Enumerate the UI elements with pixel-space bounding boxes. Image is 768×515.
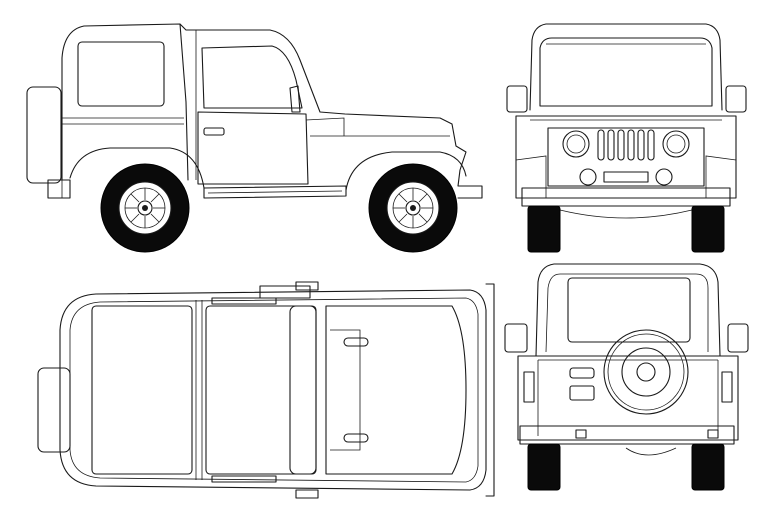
top-front-bumper (485, 283, 495, 497)
rear-tire-left (527, 443, 561, 491)
rear-spare-rim (621, 347, 671, 397)
top-windshield-frame (259, 285, 311, 299)
side-rear-window (77, 41, 165, 107)
side-view (26, 23, 483, 253)
front-headlight-right (662, 130, 690, 158)
rear-cabin (535, 263, 721, 357)
side-body-outline (61, 23, 483, 199)
side-door-handle (203, 127, 225, 136)
rear-bumper (519, 425, 735, 445)
front-fog-light-right (655, 168, 673, 186)
rear-door-handle (569, 367, 595, 379)
side-rear-fender (69, 147, 205, 189)
rear-spare-tire (603, 329, 689, 415)
top-view (37, 281, 495, 499)
top-body-outline (59, 289, 487, 491)
side-mirror (289, 85, 301, 113)
front-fog-light-left (579, 168, 597, 186)
front-grille-slots (597, 129, 655, 161)
rear-view (504, 263, 749, 491)
front-view (506, 23, 747, 253)
front-bumper (521, 187, 731, 207)
rear-tire-right (691, 443, 725, 491)
top-rear-roof (91, 305, 193, 475)
rear-mirror-right (727, 323, 749, 353)
top-hood (325, 305, 467, 475)
side-rear-bumper (47, 179, 71, 199)
side-front-fender (345, 151, 467, 191)
top-hood-vent-right (343, 433, 369, 443)
side-hardtop-divider (179, 23, 189, 181)
top-spare-tire (37, 367, 71, 453)
rear-taillight-right (721, 371, 733, 403)
side-door-window (201, 45, 303, 109)
front-body (515, 115, 737, 199)
front-mirror-left (506, 85, 528, 113)
front-tire-left (527, 205, 561, 253)
top-mirror-left (295, 281, 319, 291)
top-mirror-right (295, 489, 319, 499)
side-running-board (203, 185, 347, 199)
rear-body (517, 355, 739, 441)
front-tire-right (691, 205, 725, 253)
front-plate (603, 171, 649, 183)
rear-window (567, 277, 691, 343)
side-spare-tire (26, 86, 62, 184)
top-front-roof (205, 305, 317, 475)
front-grille-frame (547, 127, 705, 187)
rear-plate-light (569, 385, 595, 401)
rear-spare-hub (636, 362, 656, 382)
top-roof-strip-right (211, 475, 277, 483)
front-cabin (529, 23, 723, 111)
front-windshield (539, 37, 713, 107)
top-hood-vent-left (343, 337, 369, 347)
rear-mirror-left (504, 323, 528, 353)
front-mirror-right (725, 85, 747, 113)
front-headlight-left (562, 130, 590, 158)
top-windshield (289, 305, 317, 475)
top-roof-strip-left (211, 297, 277, 305)
rear-taillight-left (523, 371, 535, 403)
side-door (197, 111, 309, 185)
